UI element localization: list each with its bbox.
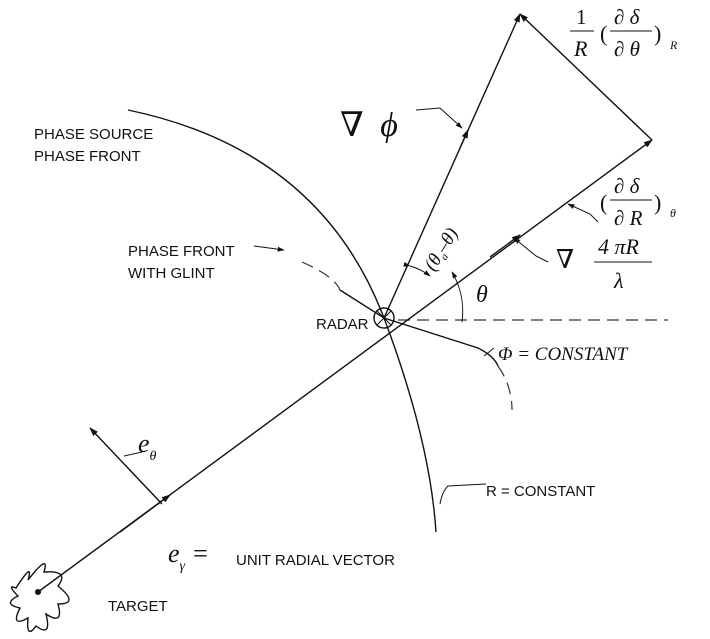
theta-diff-label: (θa–θ) [420,224,464,275]
tangential-component-vector [519,13,653,141]
e-theta-label: eθ [138,429,157,464]
theta-diff-sub: a [438,251,451,262]
four-pi-r: 4 πR [598,234,640,259]
e-theta-vector [89,427,163,505]
radar-symbol [373,307,395,329]
partial-r: ∂ R [614,206,643,230]
e-gamma-equals: = [193,539,208,568]
phi-constant-text: Φ = CONSTANT [498,344,629,365]
nabla-symbol: ∇ [340,107,364,144]
theta-diff-angle-arc [403,261,431,277]
phi-symbol: ϕ [380,107,398,144]
e-theta-sub: θ [150,449,157,464]
target-shape [9,563,70,633]
tangential-derivative-expression: 1 R ( ∂ δ ∂ θ ) R [570,5,678,61]
paren-open-1: ( [600,21,607,46]
e-gamma-label: eγ = [168,539,208,574]
theta-label: θ [476,282,488,308]
glint-front-dashed-left [301,261,341,291]
gradient-phi-label: ∇ ϕ [340,107,398,144]
frac-r: R [573,36,588,61]
frac-one: 1 [576,5,587,29]
target-label: TARGET [108,598,168,615]
paren-open-2: ( [600,190,607,215]
e-theta-leader [123,451,143,457]
partial-delta-2: ∂ δ [614,174,641,198]
radial-mid-arrow [489,234,521,258]
phase-front-glint-leader [253,245,285,252]
phase-source-label-2: PHASE FRONT [34,148,141,165]
sub-theta: θ [670,206,676,220]
r-constant-label: R = CONSTANT [486,483,595,500]
gradient-phi-leader [415,107,463,129]
partial-delta-1: ∂ δ [614,5,641,29]
lambda: λ [613,268,624,293]
e-gamma-sub: γ [180,559,186,574]
glint-front-solid [339,289,499,367]
e-gamma-e: e [168,539,180,568]
paren-close-2: ) [654,190,661,215]
phi-constant-label: Φ = CONSTANT [498,344,629,365]
phi-constant-leader [483,347,495,357]
phase-front-glint-label-1: PHASE FRONT [128,243,235,260]
nabla-2: ∇ [556,245,574,274]
theta-angle-arc [451,271,464,323]
phase-source-front-arc [127,109,437,533]
r-constant-leader [439,483,487,505]
phase-front-glint-label-2: WITH GLINT [128,265,215,282]
theta-diff-close: –θ) [431,224,463,257]
unit-radial-arrow [119,494,171,533]
paren-close-1: ) [654,21,661,46]
gradient-phi-mid-arrow [459,129,469,149]
d-delta-dr-leader [567,203,599,223]
sub-r: R [669,38,678,52]
partial-theta: ∂ θ [614,37,640,61]
four-pi-r-leader [513,237,549,263]
glint-front-dashed-right [497,365,513,411]
gradient-4pir-expression: ∇ 4 πR λ [556,234,652,293]
e-theta-e: e [138,429,150,458]
radar-label: RADAR [316,316,369,333]
unit-radial-vector-label: UNIT RADIAL VECTOR [236,552,395,569]
radial-derivative-expression: ( ∂ δ ∂ R ) θ [600,174,676,230]
phase-source-label-1: PHASE SOURCE [34,126,153,143]
